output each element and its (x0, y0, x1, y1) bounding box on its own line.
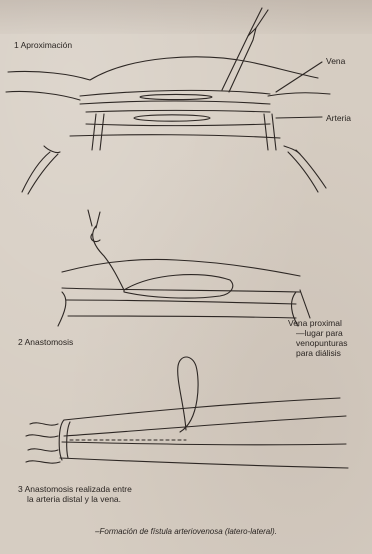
p3-stump-lower (26, 449, 60, 463)
p2-left-suture (58, 292, 66, 326)
artery-top-edge (86, 111, 270, 113)
artery-incision (134, 115, 210, 121)
p3-stump-upper (26, 423, 58, 437)
p2-needle-holder (88, 210, 100, 228)
vein-top-edge (80, 90, 270, 96)
left-clamp-arm (92, 114, 96, 150)
p3-vein-top (64, 398, 340, 420)
right-clamp-arm-2 (272, 114, 276, 150)
p3-artery-bottom (60, 458, 348, 468)
skin-fold-left (6, 91, 80, 100)
panel-2-anastomosis (58, 210, 310, 326)
p2-vein-bottom (62, 288, 300, 292)
p2-vein-top (62, 260, 300, 277)
p2-anastomosis-opening (124, 275, 233, 299)
left-clamp-arm-2 (100, 114, 104, 150)
left-clamp-tip (44, 146, 60, 153)
p2-artery-bottom (68, 316, 296, 318)
panel-1-approximation (6, 8, 330, 194)
p3-artery-top (62, 442, 346, 445)
right-clamp-handle (288, 150, 326, 192)
left-clamp-handle (22, 152, 58, 194)
skin-fold-right (268, 93, 330, 96)
p3-vein-bottom (64, 416, 346, 436)
artery-bottom-edge (86, 124, 270, 126)
p3-vessel-end (59, 420, 64, 460)
p2-suture-thread (93, 226, 124, 290)
vein-incision (140, 94, 212, 99)
p2-vena-proximal-leader (300, 290, 310, 318)
right-clamp-tip (284, 146, 300, 154)
panel-3-completed-anastomosis (26, 357, 348, 468)
right-clamp-arm (264, 114, 268, 150)
artery-leader (276, 117, 322, 118)
skin-contour-top (8, 57, 318, 80)
scalpel-handle (248, 8, 268, 36)
p2-artery-top (66, 300, 296, 304)
vein-bottom-edge (80, 101, 270, 104)
p2-right-suture (292, 292, 298, 326)
p3-suture-loop (178, 357, 198, 432)
